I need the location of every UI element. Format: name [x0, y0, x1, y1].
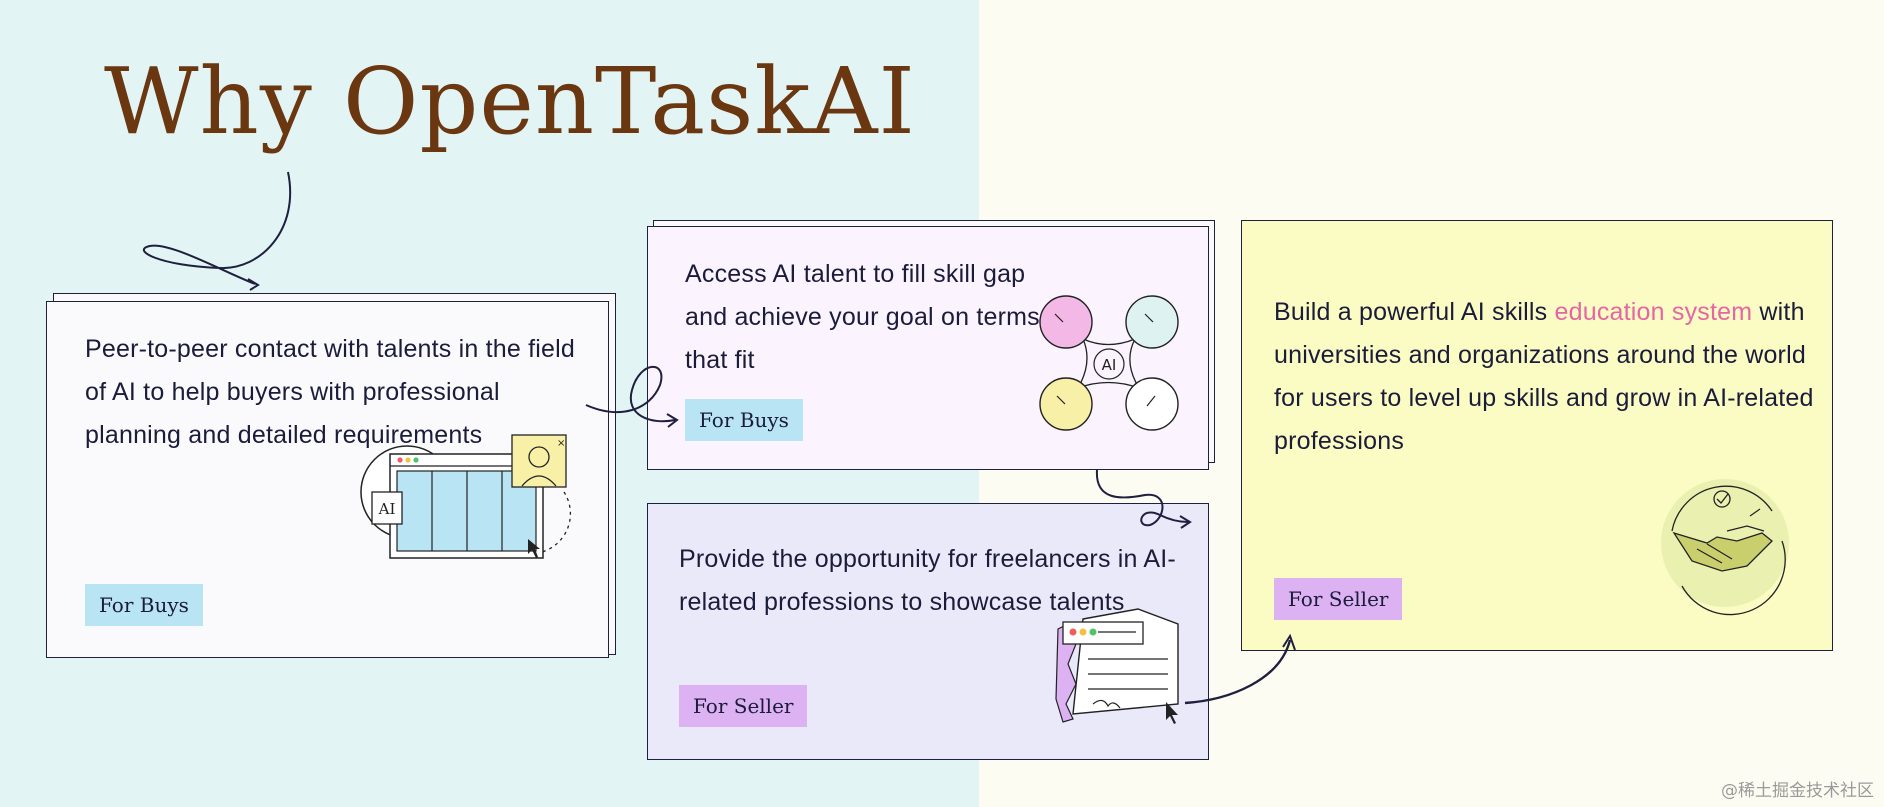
card-education: Build a powerful AI skills education sys…	[1241, 220, 1833, 651]
browser-ai-label: AI	[378, 500, 396, 518]
ai-network-illustration: AI	[1039, 295, 1179, 431]
card-access-talent: Access AI talent to fill skill gap and a…	[647, 226, 1209, 470]
card-freelancers-text: Provide the opportunity for freelancers …	[679, 545, 1176, 616]
card-access-talent-text: Access AI talent to fill skill gap and a…	[685, 260, 1040, 374]
card-freelancers: Provide the opportunity for freelancers …	[647, 503, 1209, 760]
for-seller-tag[interactable]: For Seller	[679, 685, 808, 727]
browser-ai-illustration: AI ×	[360, 434, 572, 559]
svg-text:×: ×	[557, 438, 565, 449]
card-peer-to-peer-text: Peer-to-peer contact with talents in the…	[85, 335, 576, 449]
ai-network-label: AI	[1102, 356, 1117, 374]
handshake-illustration	[1661, 479, 1789, 616]
education-text-after: with universities and organizations arou…	[1274, 298, 1814, 455]
page-title: Why OpenTaskAI	[104, 48, 916, 155]
card-education-text: Build a powerful AI skills education sys…	[1274, 291, 1814, 463]
document-illustration	[1055, 608, 1179, 724]
for-seller-tag[interactable]: For Seller	[1274, 578, 1403, 620]
for-buys-tag[interactable]: For Buys	[685, 399, 803, 441]
watermark: @稀土掘金技术社区	[1721, 781, 1874, 801]
education-text-before: Build a powerful AI skills	[1274, 298, 1555, 326]
for-buys-tag[interactable]: For Buys	[85, 584, 203, 626]
card-peer-to-peer: Peer-to-peer contact with talents in the…	[46, 301, 609, 658]
education-system-highlight: education system	[1554, 298, 1753, 326]
